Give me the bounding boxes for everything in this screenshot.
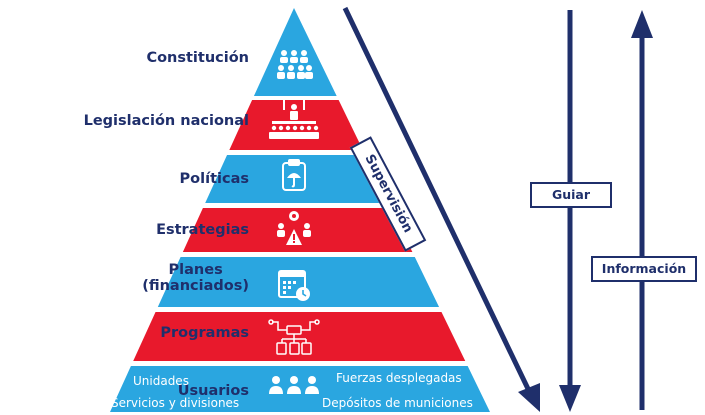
pyramid-band-0 [110, 8, 490, 96]
information-label: Información [591, 256, 697, 282]
information-arrow [631, 10, 653, 410]
level-label-planes: Planes (financiados) [142, 262, 249, 294]
guide-arrow [559, 10, 581, 412]
clipboard-umbrella-icon [282, 159, 306, 191]
assembly-people-icon [277, 50, 313, 79]
program-flowchart-icon [268, 319, 320, 355]
level-label-legislacion: Legislación nacional [83, 113, 249, 129]
level-label-usuarios: Usuarios [177, 383, 249, 399]
pyramid-band-6 [110, 366, 490, 412]
supervision-arrow [342, 6, 540, 412]
base-text-depositos: Depósitos de municiones [322, 396, 473, 410]
base-text-servicios: Servicios y divisiones [111, 396, 240, 410]
users-group-icon [269, 376, 319, 394]
level-label-estrategias: Estrategias [156, 222, 249, 238]
level-label-constitucion: Constitución [146, 50, 249, 66]
calendar-clock-icon [278, 270, 310, 301]
level-label-programas: Programas [160, 325, 249, 341]
level-label-politicas: Políticas [179, 171, 249, 187]
base-text-unidades: Unidades [133, 374, 189, 388]
parliament-podium-icon [269, 100, 319, 139]
guide-label: Guiar [530, 182, 612, 208]
strategy-gear-warning-icon [277, 211, 311, 245]
pyramid-band-5 [110, 312, 490, 361]
base-text-fuerzas: Fuerzas desplegadas [336, 371, 462, 385]
